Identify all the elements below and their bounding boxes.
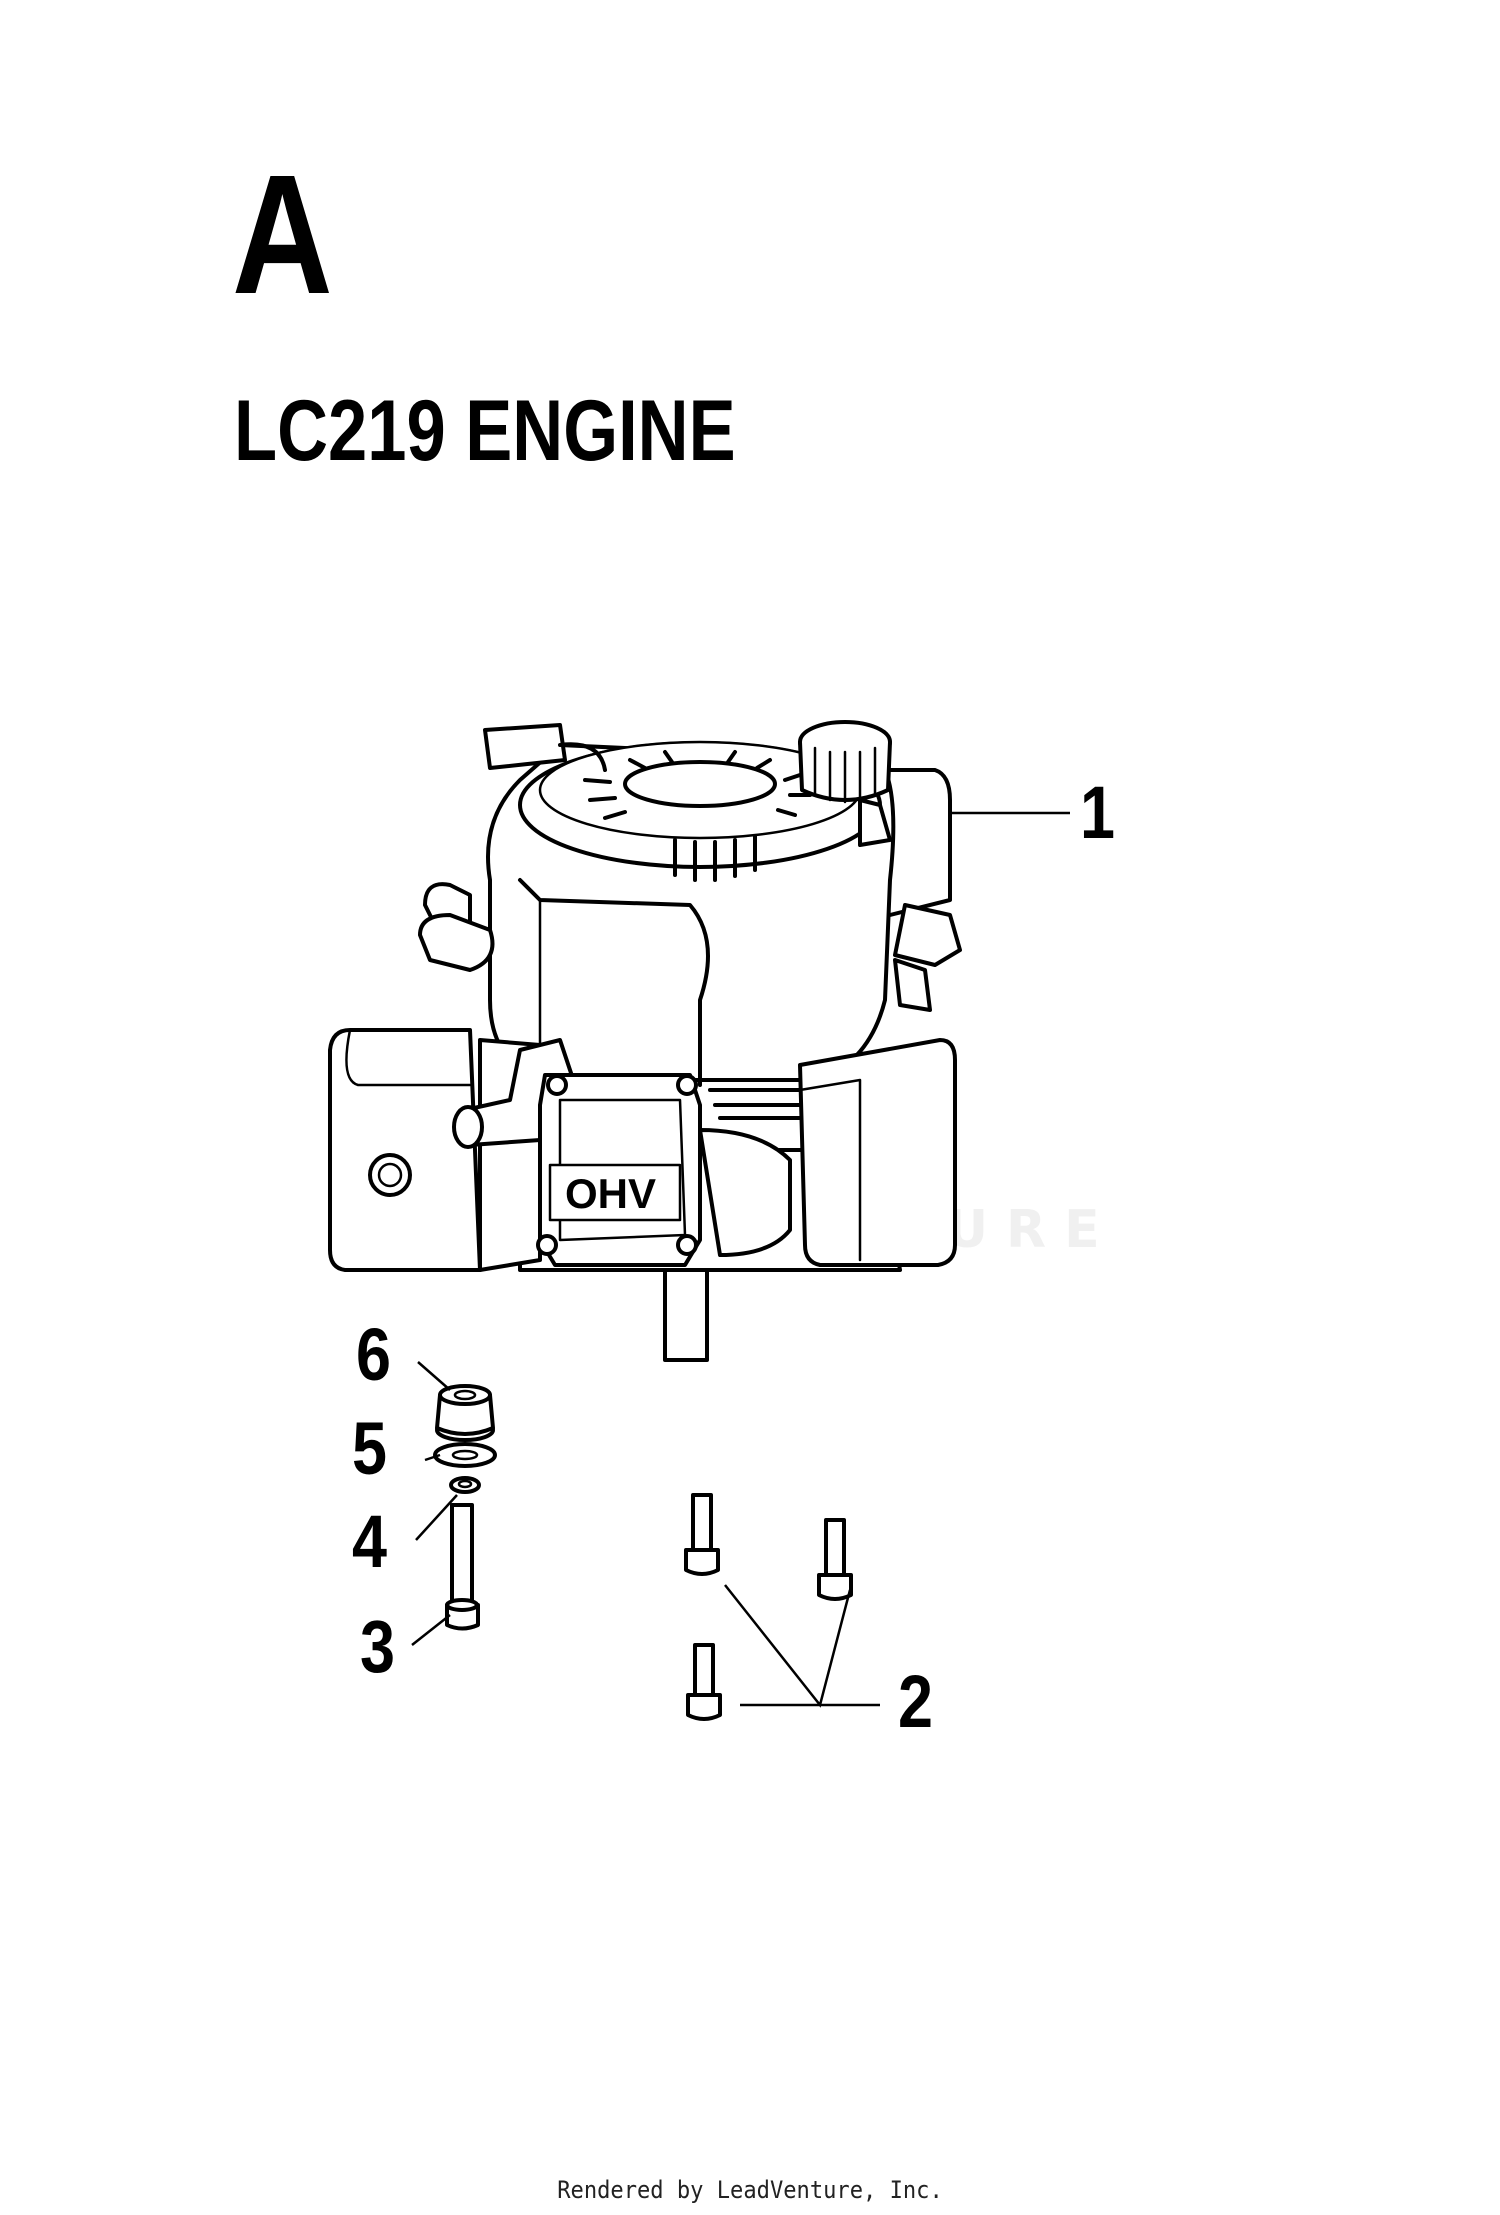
callout-5: 5 [352,1407,387,1490]
fuel-neck [858,798,892,847]
leader-line-3 [411,1614,451,1646]
air-filter-housing [328,1028,482,1272]
starter-handle [483,723,567,770]
callout-3: 3 [360,1605,395,1688]
callout-1: 1 [1080,771,1115,854]
callout-6: 6 [356,1313,391,1396]
right-bracket [893,903,962,967]
spark-plug-boot [698,1128,792,1257]
leader-line-2a [724,1584,852,1708]
leader-line-6 [417,1361,451,1391]
engine-assembly [328,720,962,1362]
flange-nut [435,1384,495,1442]
leader-line-5 [424,1453,441,1462]
hex-bolt-long [445,1503,480,1631]
crankshaft [663,1268,709,1362]
ohv-plate [548,1163,682,1222]
callout-4: 4 [352,1500,387,1583]
footer-credit: Rendered by LeadVenture, Inc. [557,2176,943,2204]
ohv-label: OHV [565,1170,656,1217]
muffler [798,1038,957,1267]
leader-line-4 [415,1494,458,1541]
section-title: LC219 ENGINE [234,383,736,479]
shroud-edge [518,878,710,1087]
section-letter: A [232,140,333,330]
hex-bolt-short-1 [684,1493,720,1576]
hex-bolt-short-2 [817,1518,853,1601]
lock-washer [449,1476,481,1494]
hex-bolt-short-3 [686,1643,722,1721]
flat-washer [433,1442,497,1468]
callout-2: 2 [898,1660,933,1743]
starter-hub [623,760,777,808]
